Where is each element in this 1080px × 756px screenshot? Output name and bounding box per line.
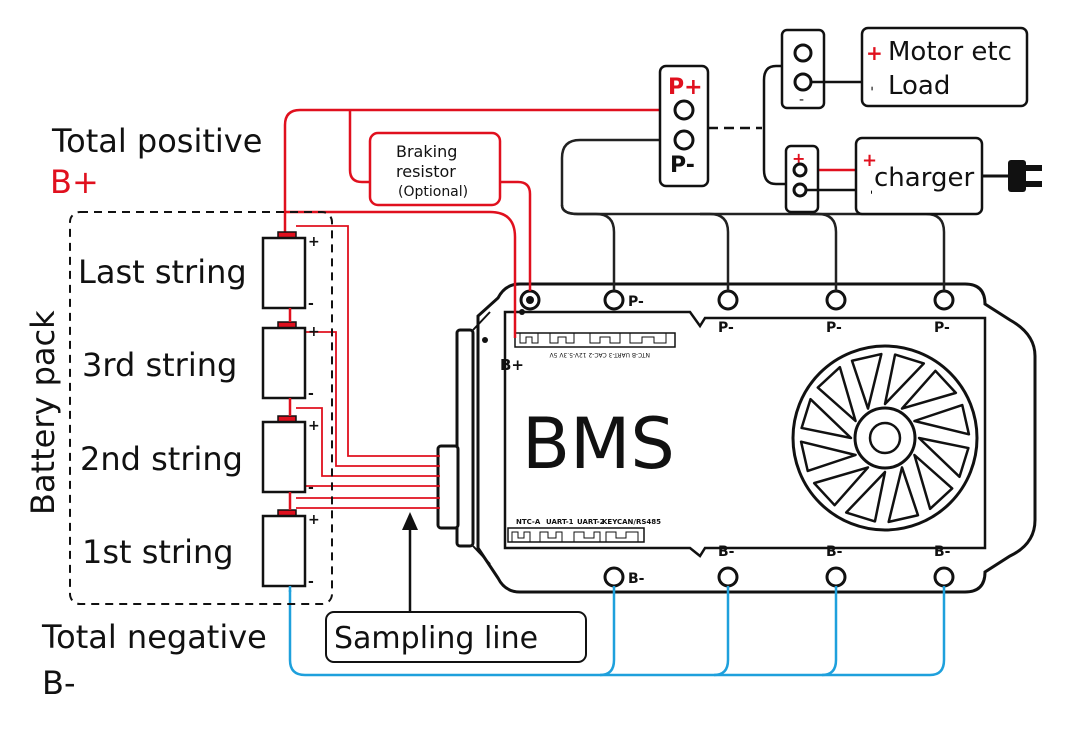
motor-plus: + (866, 41, 883, 65)
cell-minus-4: - (308, 574, 314, 590)
top-port-strip (514, 332, 676, 348)
string-label-1st: 1st string (82, 533, 234, 571)
battery-cell-last (261, 231, 307, 310)
sampling-arrow-icon (402, 512, 418, 530)
battery-cell-2nd (261, 415, 307, 494)
cell-plus-1: + (308, 234, 320, 250)
negative-wires (288, 586, 946, 677)
battery-cells (261, 231, 307, 588)
output-terminal-block (658, 64, 710, 188)
plug-icon (982, 160, 1042, 192)
total-negative-bminus: B- (42, 664, 76, 702)
bms-pminus-label-3: P- (826, 320, 842, 336)
fan-blade (850, 352, 883, 410)
fan-blade (913, 453, 954, 511)
bms-pminus-label-1: P- (628, 294, 644, 310)
charger-minus: - (865, 190, 879, 194)
charger-terminal-block (784, 144, 820, 214)
bms-bminus-label-1: B- (628, 571, 645, 587)
total-negative-label: Total negative (41, 618, 267, 656)
port-uart-2: UART-2 (577, 518, 605, 526)
fan-blade (816, 365, 857, 423)
load-minus: - (864, 86, 880, 91)
fan-blade (800, 397, 853, 440)
total-positive-bplus: B+ (50, 163, 99, 201)
p-plus-label: P+ (668, 75, 703, 100)
braking-resistor-box (368, 131, 502, 207)
cell-minus-2: - (308, 386, 314, 402)
sampling-connector (436, 444, 460, 530)
cell-plus-2: + (308, 324, 320, 340)
fan-blade (844, 470, 887, 523)
charger-label: charger (874, 163, 974, 193)
bottom-port-strip (507, 527, 645, 543)
port-key: KEY (602, 518, 618, 526)
motor-terminal-minus: - (799, 92, 804, 108)
braking-resistor-line2: resistor (396, 162, 456, 181)
fan-blade (917, 436, 970, 479)
fan-blade (913, 403, 971, 436)
fan-blade (883, 353, 926, 406)
fan-blade (900, 369, 958, 410)
motor-label: Motor etc (888, 37, 1012, 67)
braking-resistor-line3: (Optional) (398, 184, 468, 200)
charger-plus: + (862, 150, 877, 171)
fan-blade (812, 466, 870, 507)
bms-bminus-label-2: B- (718, 544, 735, 560)
sampling-line-box (325, 611, 587, 663)
bms-pminus-label-4: P- (934, 320, 950, 336)
port-uart-1: UART-1 (546, 518, 574, 526)
cell-minus-3: - (308, 480, 314, 496)
port-ntc-a: NTC-A (516, 518, 541, 526)
bms-bplus-label: B+ (500, 356, 524, 374)
sampling-line-label: Sampling line (334, 621, 538, 656)
bms-terminals (482, 289, 955, 588)
cell-plus-3: + (308, 418, 320, 434)
battery-cell-1st (261, 509, 307, 588)
bms-title: BMS (522, 403, 675, 485)
battery-cell-3rd (261, 321, 307, 400)
braking-resistor-line1: Braking (396, 142, 457, 161)
fan-blade (887, 466, 920, 524)
top-port-labels: NTC-B UART-3 CAC-2 12V-5.3V 5V (549, 351, 650, 358)
motor-terminal-block (780, 28, 826, 110)
battery-pack-label: Battery pack (24, 310, 62, 515)
motor-load-box (860, 26, 1029, 108)
load-label: Load (888, 71, 950, 101)
bms-bminus-label-4: B- (934, 544, 951, 560)
cell-minus-1: - (308, 296, 314, 312)
cell-plus-4: + (308, 512, 320, 528)
bms-bminus-label-3: B- (826, 544, 843, 560)
total-positive-label: Total positive (51, 122, 262, 160)
string-label-3rd: 3rd string (82, 346, 237, 384)
bms-pminus-label-2: P- (718, 320, 734, 336)
string-label-2nd: 2nd string (80, 440, 243, 478)
p-minus-label: P- (670, 153, 695, 178)
string-label-last: Last string (78, 253, 247, 291)
fan-icon (791, 344, 979, 532)
port-can-rs485: CAN/RS485 (617, 518, 661, 526)
sampling-wires (296, 225, 440, 509)
fan-blade (799, 440, 857, 473)
